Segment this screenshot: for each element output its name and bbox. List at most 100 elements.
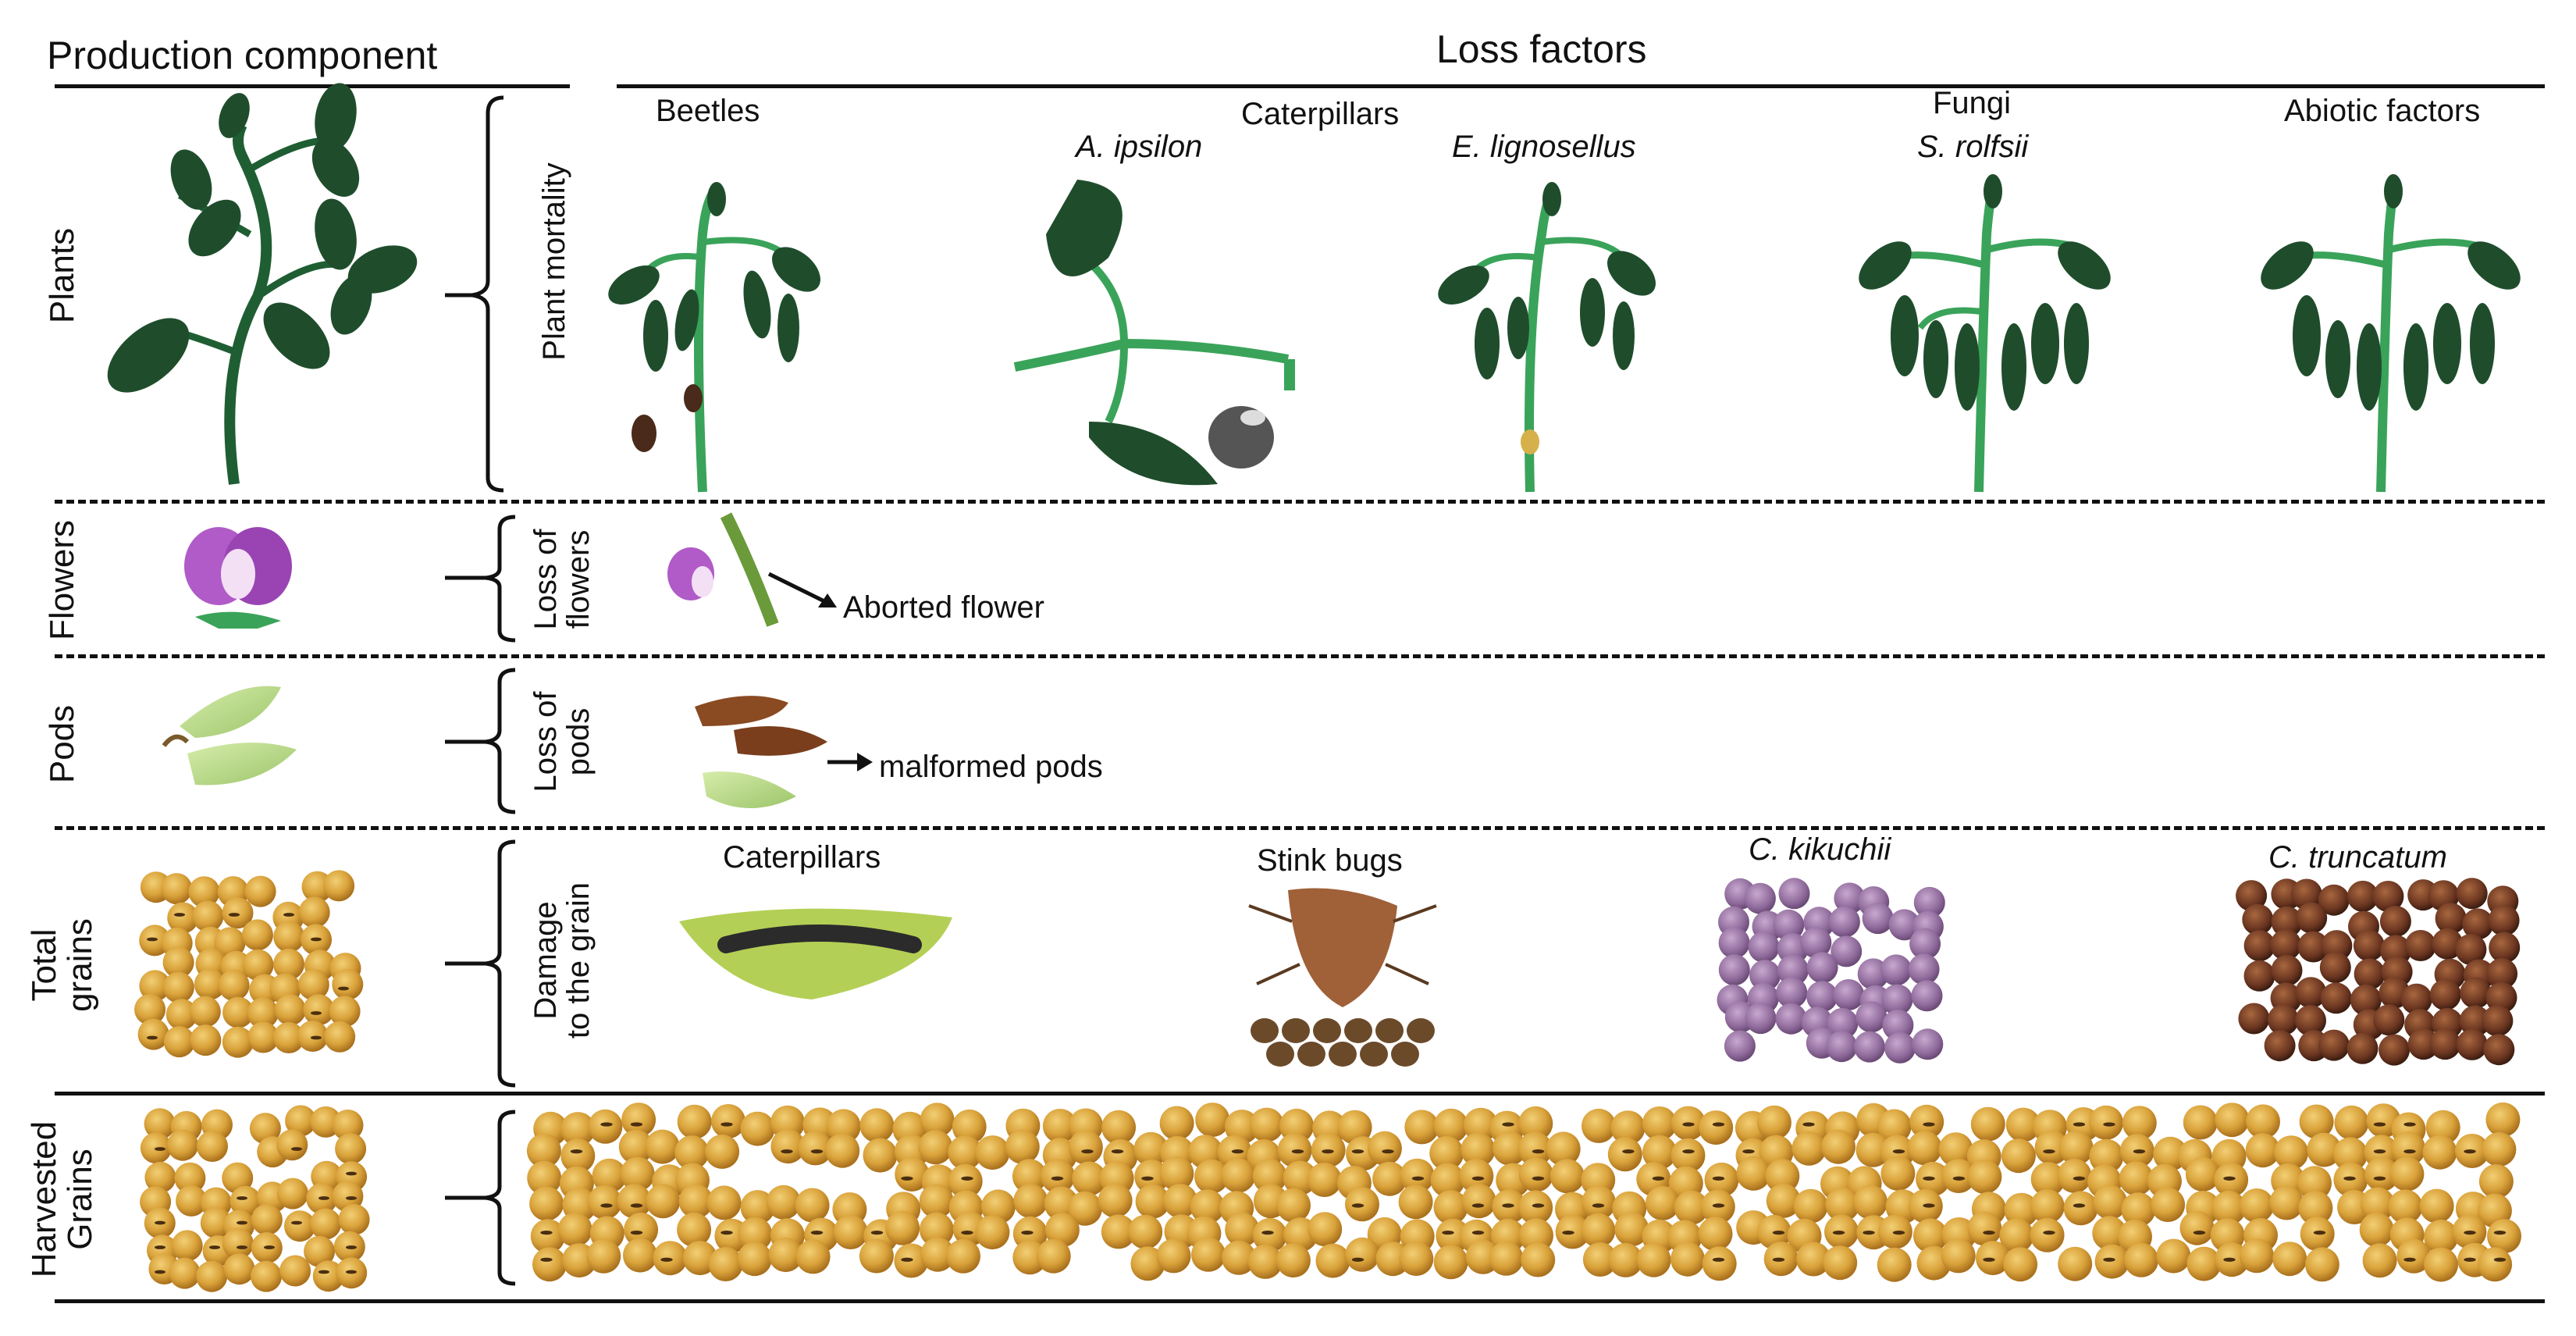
grain — [1012, 1159, 1047, 1194]
grain-c-truncatum — [2295, 1005, 2326, 1036]
grain-hilum — [346, 1245, 357, 1249]
leaf — [107, 318, 190, 393]
grain — [946, 1238, 980, 1274]
grain-hilum — [2373, 1149, 2386, 1154]
grain-hilum — [720, 1122, 733, 1127]
grain — [1614, 1212, 1649, 1247]
grain-hilum — [155, 1245, 165, 1249]
grain — [1128, 1214, 1163, 1249]
grain — [190, 1024, 222, 1056]
grain-c-truncatum — [2373, 1004, 2405, 1036]
grain-c-kikuchii — [1827, 1007, 1859, 1039]
grain — [2246, 1104, 2280, 1139]
grain-hilum — [1923, 1203, 1935, 1208]
leaf — [2403, 323, 2428, 411]
grain-c-kikuchii — [1777, 954, 1809, 986]
grain — [1459, 1159, 1494, 1194]
grain-hilum — [1291, 1149, 1304, 1154]
grain — [297, 1021, 329, 1052]
leaf — [1955, 323, 1980, 411]
grain — [2240, 1238, 2274, 1274]
grain — [859, 1108, 895, 1143]
grain — [1429, 1135, 1464, 1170]
grain-hilum — [311, 1035, 322, 1040]
grain — [162, 971, 194, 1003]
grain — [222, 1162, 254, 1194]
grain-hilum — [2043, 1230, 2055, 1235]
grain-hilum — [781, 1149, 793, 1154]
grain-hilum — [570, 1149, 583, 1154]
grain — [1221, 1158, 1256, 1193]
grain — [2186, 1246, 2222, 1281]
grain — [2003, 1247, 2038, 1282]
grain-hilum — [209, 1245, 220, 1249]
grain — [825, 1133, 860, 1168]
grain — [1433, 1108, 1468, 1143]
grain-c-truncatum — [2318, 884, 2350, 916]
leaf — [743, 270, 771, 339]
grain-hilum — [1322, 1149, 1334, 1154]
wilted-plant-abiotic — [2261, 174, 2521, 493]
grain — [795, 1239, 831, 1274]
grain — [247, 997, 279, 1029]
grain-hilum — [1471, 1203, 1485, 1208]
grain-c-kikuchii — [1911, 980, 1943, 1012]
grain-hilum — [1051, 1176, 1064, 1181]
grain-c-truncatum — [2456, 878, 2488, 910]
grain — [1400, 1158, 1435, 1193]
grain — [1191, 1237, 1226, 1272]
grain — [2185, 1156, 2220, 1192]
grain-hilum — [1742, 1149, 1755, 1154]
grain — [303, 994, 335, 1026]
grain — [975, 1215, 1010, 1250]
grain — [2272, 1242, 2307, 1277]
arrow-aborted-flower — [767, 572, 829, 605]
grain — [1636, 1242, 1671, 1277]
grain — [284, 1210, 315, 1242]
grain-c-kikuchii — [1776, 977, 1808, 1009]
grain — [272, 1022, 304, 1053]
grain — [310, 1208, 342, 1240]
malformed-pods-icon — [695, 696, 873, 808]
leaf — [643, 300, 668, 372]
grain-c-kikuchii — [1888, 909, 1920, 941]
grain-c-truncatum — [2347, 880, 2379, 912]
grain-c-kikuchii — [1912, 1028, 1944, 1060]
factor-stink-bugs: Stink bugs — [1257, 843, 1403, 878]
grain — [1967, 1211, 2002, 1246]
header-production-component: Production component — [47, 34, 438, 77]
grain — [1608, 1242, 1643, 1277]
grain — [222, 1026, 254, 1058]
grain-hilum — [2073, 1203, 2086, 1208]
bracket-plants — [471, 95, 504, 493]
grain-c-kikuchii — [1775, 1003, 1807, 1035]
grain — [134, 993, 166, 1025]
grain — [1276, 1243, 1311, 1278]
pods-icon — [162, 686, 297, 786]
grain — [1670, 1242, 1705, 1277]
grain — [165, 999, 197, 1031]
grain-c-kikuchii — [1882, 1009, 1914, 1041]
grain-c-truncatum — [2242, 903, 2274, 935]
grain-hilum — [1892, 1149, 1905, 1154]
grain — [1308, 1212, 1343, 1247]
grain — [623, 1238, 657, 1273]
grain — [277, 1177, 308, 1210]
grain-c-truncatum — [2353, 930, 2385, 962]
grain-c-truncatum — [2435, 903, 2467, 935]
grain — [737, 1242, 772, 1277]
grain — [2332, 1137, 2368, 1172]
grain — [1518, 1190, 1553, 1225]
grain — [144, 1161, 176, 1193]
grain — [682, 1241, 717, 1276]
grain-hilum — [229, 913, 240, 917]
grain — [1249, 1107, 1284, 1142]
grain-hilum — [2133, 1149, 2146, 1154]
flower-icon — [184, 527, 292, 629]
grain — [2478, 1164, 2514, 1199]
grain — [2482, 1132, 2517, 1167]
grain-hilum — [2103, 1122, 2115, 1127]
grain — [2089, 1138, 2124, 1174]
grain — [711, 1104, 745, 1138]
grain — [592, 1158, 627, 1193]
